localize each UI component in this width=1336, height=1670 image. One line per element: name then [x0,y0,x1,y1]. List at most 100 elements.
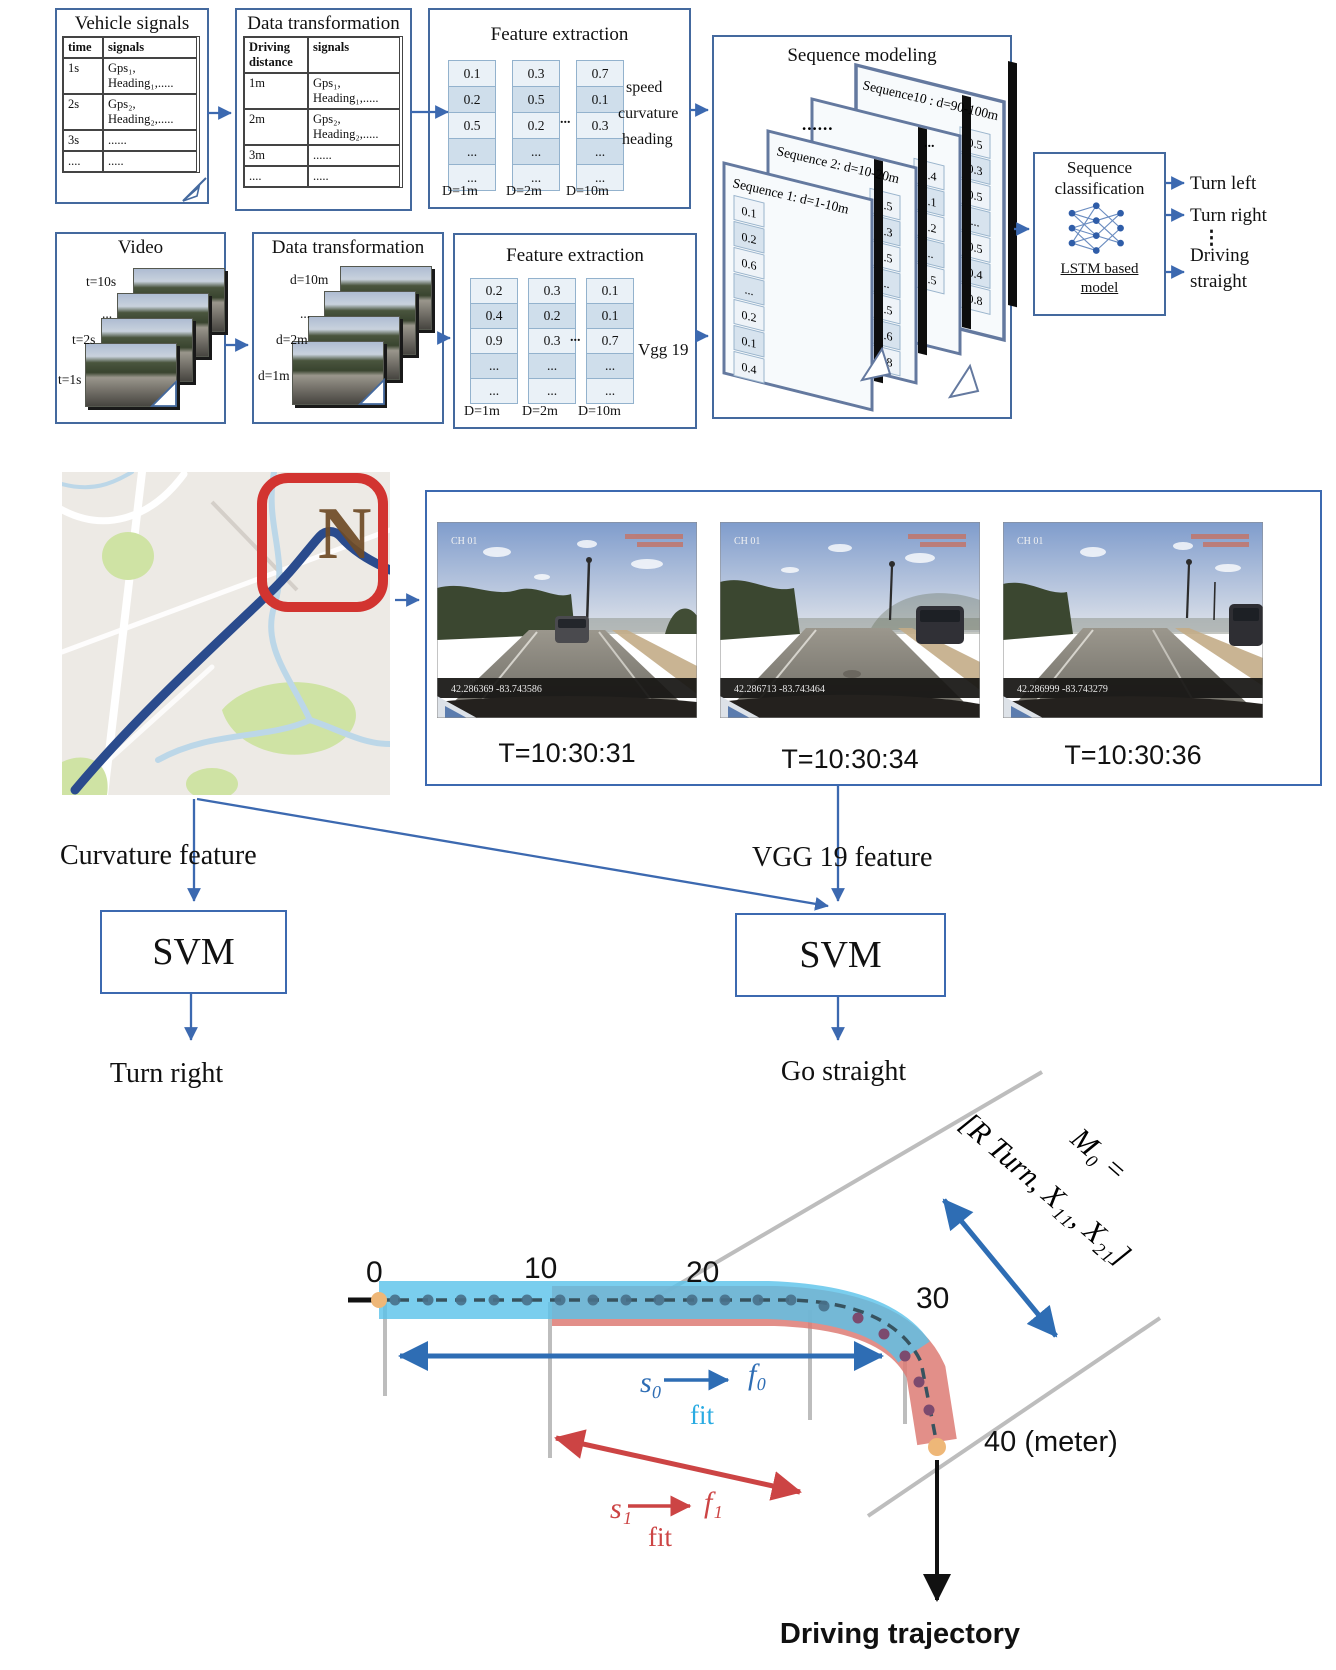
feature-extraction-title: Feature extraction [490,24,629,45]
feature-cell: 0.1 [586,303,634,329]
frame-timestamp: T=10:30:34 [781,744,919,774]
panel-shadow-bar [918,127,927,356]
dashcam-frame-2: 42.286713 -83.743464 CH 01 [720,522,980,718]
ellipsis: ... [560,112,571,127]
feature-cell: 0.9 [470,328,518,354]
output-driving-straight: Driving straight [1190,245,1250,292]
table-cell: Gps₁, Heading₁,..... [103,58,197,94]
f1-label: f₁ [704,1486,723,1519]
map-north-letter: N [318,493,371,575]
camera-label: CH 01 [734,536,760,547]
table-cell: .... [244,166,308,187]
gps-overlay-text: 42.286713 -83.743464 [734,684,825,695]
table-cell: 3s [63,130,103,151]
table-cell: Gps₂, Heading₂,..... [103,94,197,130]
column-label: D=2m [522,404,558,419]
camera-label: CH 01 [451,536,477,547]
vehicle-signals-table: time signals 1s Gps₁, Heading₁,..... 2s … [62,36,200,173]
panel-cell: 0.2 [742,308,757,326]
feature-cell: 0.2 [470,278,518,304]
neural-network-icon [1068,201,1124,254]
turn-right-result: Turn right [109,1058,224,1089]
feature-cell: 0.3 [576,112,624,139]
camera-label: CH 01 [1017,536,1043,547]
table-cell: ..... [308,166,400,187]
table-cell: ..... [103,151,197,172]
feature-cell: 0.7 [576,60,624,87]
feature-cell: ... [512,138,560,165]
feature-cell: 0.7 [586,328,634,354]
column-label: D=2m [506,184,542,199]
panel-cell: 0.1 [742,204,757,222]
fit1-label: fit [648,1522,672,1552]
table-header: signals [103,37,197,58]
ellipsis: ... [924,136,935,151]
gps-overlay-text: 42.286999 -83.743279 [1017,684,1108,695]
video-frame-thumb [85,343,177,407]
column-label: D=10m [578,404,621,419]
data-transformation-table: Driving distance signals 1m Gps₁, Headin… [243,36,403,188]
feature-cell: ... [470,353,518,379]
feature-cell: ... [586,378,634,404]
ellipsis-vertical: ⋮ [1202,228,1221,249]
panel-cell: 0.4 [968,265,983,283]
feature-cell: 0.2 [448,86,496,113]
page-fold [859,346,892,382]
svm-box-left: SVM [100,910,287,994]
m0-vector-label: [R Turn, X₁₁, X₂₁] [953,1106,1136,1271]
panel-cell: 0.6 [742,256,757,274]
output-turn-right: Turn right [1190,205,1267,226]
dashcam-frame-1: 42.286369 -83.743586 CH 01 [437,522,697,718]
feature-cell: 0.1 [576,86,624,113]
sequence-classification-title: Sequence classification [1054,158,1145,199]
panel-cell: 0.4 [742,360,757,378]
trajectory-dashed-line [379,1298,939,1446]
table-cell: Gps₂, Heading₂,..... [308,109,400,145]
table-cell: .... [63,151,103,172]
trajectory-points [389,1294,830,1312]
feature-cell: 0.5 [448,112,496,139]
feature-cell: 0.4 [470,303,518,329]
m0-equals-label: M₀ = [1064,1121,1134,1188]
panel-cell: ... [970,214,979,230]
feature-cell: ... [576,164,624,191]
tick-30: 30 [916,1282,950,1315]
panel-shadow-bar [1008,61,1017,308]
output-turn-left: Turn left [1190,173,1257,194]
feature-cell: 0.1 [448,60,496,87]
dashcam-frame-3: 42.286999 -83.743279 CH 01 [1003,522,1263,718]
table-cell: 1s [63,58,103,94]
feature-cell: 0.3 [512,60,560,87]
panel-cell: 0.8 [968,291,983,309]
feature-cell: ... [528,378,576,404]
frame-time-label: t=1s [58,372,82,387]
m0-span-arrow [942,1198,1058,1338]
frame-timestamp: T=10:30:36 [1064,740,1202,770]
f0-label: f₀ [748,1358,767,1391]
column-label: D=1m [442,184,478,199]
table-cell: 1m [244,73,308,109]
map-highlight-rect [257,473,388,612]
panel-cell: 0.5 [968,187,983,205]
feature-cell: 0.5 [512,86,560,113]
frame-distance-label: d=2m [276,332,308,347]
table-cell: 3m [244,145,308,166]
feature-cell: 0.2 [512,112,560,139]
trajectory-points-turn [852,1312,935,1416]
table-header: Driving distance [244,37,308,73]
sequence-panels: 0.5 0.3 0.5 ... 0.5 0.4 0.8 0.4 0.1 0.2 … [722,61,1017,412]
signal-label-curvature: curvature [618,105,679,122]
panel-cell: ... [924,245,933,261]
feature-extraction-video-title: Feature extraction [506,245,644,266]
panel-cell: 0.3 [968,161,983,179]
video-frame-thumb [292,341,384,405]
tick-0: 0 [366,1256,383,1289]
data-transformation-title: Data transformation [247,13,400,34]
table-cell: 2s [63,94,103,130]
route-line [70,527,390,795]
panel-cell: ... [880,275,889,291]
frame-time-label: t=2s [72,332,96,347]
feature-cell: ... [470,378,518,404]
column-label: D=1m [464,404,500,419]
vgg19-feature-label: VGG 19 feature [752,842,933,873]
